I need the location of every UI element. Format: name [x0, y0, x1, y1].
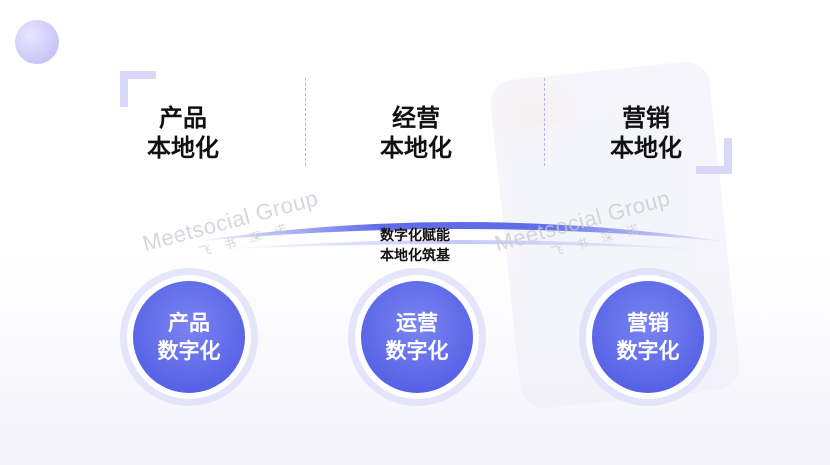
top-label-line2: 本地化 [610, 134, 682, 162]
connector-arc [190, 222, 730, 250]
arc-lower [210, 240, 710, 250]
circle-line1: 产品 [168, 311, 210, 335]
circle-core: 营销 数字化 [592, 281, 704, 393]
top-label-line1: 经营 [392, 104, 440, 132]
center-tag-line1: 数字化赋能 [380, 228, 450, 244]
corner-bracket-top-left [120, 71, 156, 107]
top-label-operation: 经营 本地化 [346, 103, 486, 163]
circle-ring: 营销 数字化 [586, 275, 710, 399]
circle-line2: 数字化 [616, 339, 680, 363]
top-label-line2: 本地化 [147, 134, 219, 162]
center-tag-line2: 本地化筑基 [380, 248, 450, 264]
circle-line1: 运营 [396, 311, 438, 335]
top-label-line1: 营销 [622, 104, 670, 132]
column-divider [544, 78, 545, 166]
circle-marketing-digital: 营销 数字化 [579, 268, 717, 406]
circle-core: 产品 数字化 [133, 281, 245, 393]
center-tag: 数字化赋能 本地化筑基 [340, 226, 490, 266]
circle-ring: 产品 数字化 [127, 275, 251, 399]
circle-line1: 营销 [627, 311, 669, 335]
top-label-product: 产品 本地化 [113, 103, 253, 163]
circle-product-digital: 产品 数字化 [120, 268, 258, 406]
circle-core: 运营 数字化 [361, 281, 473, 393]
circle-operation-digital: 运营 数字化 [348, 268, 486, 406]
top-label-line1: 产品 [159, 104, 207, 132]
circle-line2: 数字化 [385, 339, 449, 363]
top-label-marketing: 营销 本地化 [576, 103, 716, 163]
top-label-line2: 本地化 [380, 134, 452, 162]
circle-ring: 运营 数字化 [355, 275, 479, 399]
corner-bracket-bottom-right [696, 138, 732, 174]
arc-upper [190, 222, 730, 242]
circle-line2: 数字化 [157, 339, 221, 363]
decorative-dot [15, 20, 59, 64]
column-divider [305, 78, 306, 166]
